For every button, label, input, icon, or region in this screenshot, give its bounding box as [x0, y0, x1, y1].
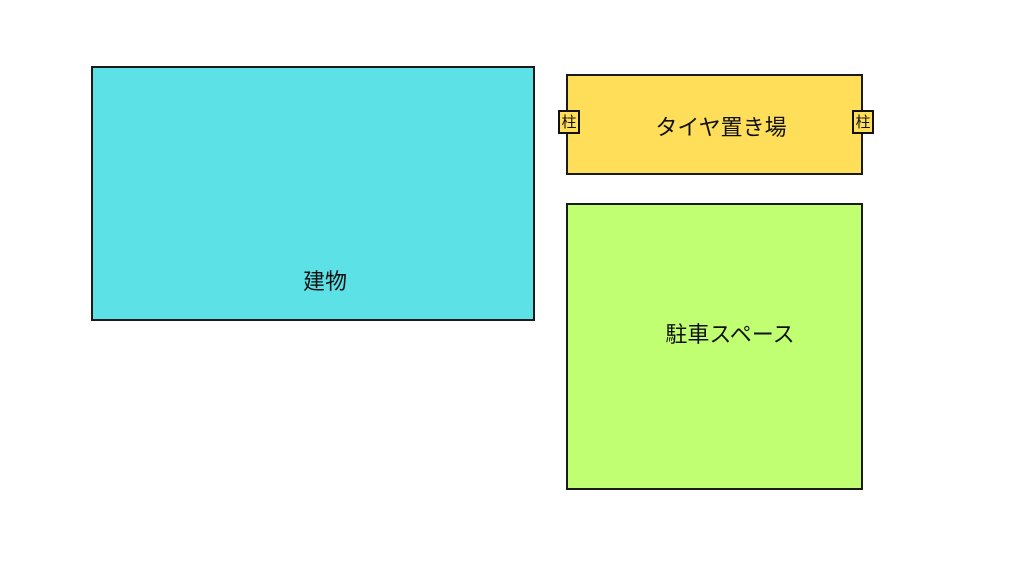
tire-storage-label: タイヤ置き場 [655, 116, 787, 141]
building-label: 建物 [302, 270, 348, 295]
building-area: 建物 [91, 66, 535, 321]
pillar-left: 柱 [558, 110, 580, 134]
parking-label: 駐車スペース [665, 323, 795, 348]
pillar-right: 柱 [852, 110, 874, 134]
parking-area: 駐車スペース [566, 203, 863, 490]
tire-storage-area: タイヤ置き場 [566, 74, 863, 175]
